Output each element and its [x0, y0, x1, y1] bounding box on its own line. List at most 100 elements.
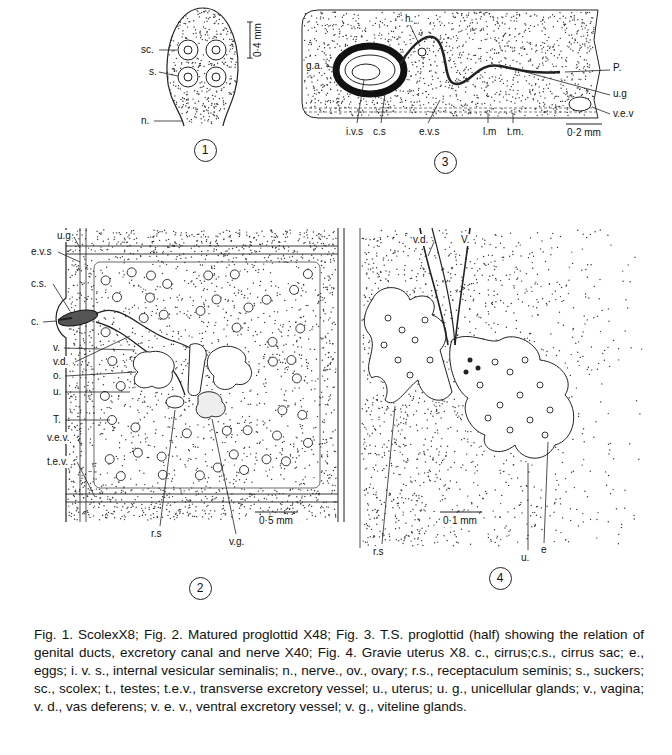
- stipple-dot: [506, 113, 507, 114]
- stipple-dot: [183, 23, 184, 24]
- stipple-dot: [269, 255, 270, 256]
- stipple-dot: [317, 49, 318, 50]
- stipple-dot: [476, 106, 477, 107]
- stipple-dot: [514, 74, 515, 75]
- stipple-dot: [470, 59, 471, 60]
- stipple-dot: [321, 392, 322, 393]
- stipple-dot: [583, 35, 584, 36]
- stipple-dot: [453, 61, 454, 62]
- stipple-dot: [193, 20, 194, 21]
- stipple-dot: [540, 45, 541, 46]
- stipple-dot: [191, 121, 192, 122]
- stipple-dot: [526, 54, 527, 55]
- stipple-dot: [206, 91, 207, 92]
- stipple-dot: [424, 83, 425, 84]
- stipple-dot: [278, 405, 279, 406]
- stipple-dot: [189, 450, 190, 451]
- stipple-dot: [196, 93, 197, 94]
- stipple-dot: [207, 326, 208, 327]
- stipple-dot: [528, 28, 529, 29]
- stipple-dot: [361, 114, 362, 115]
- stipple-dot: [183, 104, 184, 105]
- stipple-dot: [408, 79, 409, 80]
- stipple-dot: [545, 52, 546, 53]
- stipple-dot: [458, 57, 459, 58]
- stipple-dot: [518, 72, 519, 73]
- stipple-dot: [580, 88, 581, 89]
- stipple-dot: [194, 103, 195, 104]
- stipple-dot: [248, 327, 249, 328]
- stipple-dot: [456, 35, 457, 36]
- stipple-dot: [182, 33, 183, 34]
- stipple-dot: [223, 256, 224, 257]
- stipple-dot: [194, 116, 195, 117]
- stipple-dot: [325, 25, 326, 26]
- stipple-dot: [293, 443, 294, 444]
- stipple-dot: [491, 63, 492, 64]
- stipple-dot: [456, 115, 457, 116]
- stipple-dot: [339, 36, 340, 37]
- stipple-dot: [182, 101, 183, 102]
- stipple-dot: [378, 35, 379, 36]
- stipple-dot: [490, 16, 491, 17]
- stipple-dot: [249, 416, 250, 417]
- stipple-dot: [206, 40, 207, 41]
- stipple-dot: [193, 482, 194, 483]
- stipple-dot: [565, 32, 566, 33]
- stipple-dot: [559, 106, 560, 107]
- stipple-dot: [344, 99, 345, 100]
- stipple-dot: [185, 37, 186, 38]
- stipple-dot: [539, 86, 540, 87]
- stipple-dot: [508, 45, 509, 46]
- stipple-dot: [438, 110, 439, 111]
- stipple-dot: [457, 38, 458, 39]
- stipple-dot: [320, 18, 321, 19]
- stipple-dot: [476, 112, 477, 113]
- stipple-dot: [205, 34, 206, 35]
- stipple-dot: [429, 48, 430, 49]
- stipple-dot: [472, 28, 473, 29]
- stipple-dot: [338, 101, 339, 102]
- stipple-dot: [464, 105, 465, 106]
- stipple-dot: [205, 375, 206, 376]
- stipple-dot: [506, 100, 507, 101]
- stipple-dot: [350, 101, 351, 102]
- stipple-dot: [186, 62, 187, 63]
- stipple-dot: [346, 13, 347, 14]
- stipple-dot: [481, 16, 482, 17]
- stipple-dot: [590, 23, 591, 24]
- stipple-dot: [587, 66, 588, 67]
- stipple-dot: [69, 385, 70, 386]
- stipple-dot: [351, 114, 352, 115]
- stipple-dot: [398, 44, 399, 45]
- stipple-dot: [510, 47, 511, 48]
- stipple-dot: [498, 62, 499, 63]
- stipple-dot: [389, 44, 390, 45]
- stipple-dot: [526, 13, 527, 14]
- stipple-dot: [485, 39, 486, 40]
- stipple-dot: [591, 85, 592, 86]
- stipple-dot: [216, 91, 217, 92]
- stipple-dot: [555, 104, 556, 105]
- stipple-dot: [366, 40, 367, 41]
- stipple-dot: [499, 78, 500, 79]
- stipple-dot: [129, 282, 130, 283]
- stipple-dot: [327, 24, 328, 25]
- stipple-dot: [444, 12, 445, 13]
- stipple-dot: [87, 268, 88, 269]
- stipple-dot: [88, 282, 89, 283]
- stipple-dot: [308, 21, 309, 22]
- stipple-dot: [205, 39, 206, 40]
- stipple-dot: [575, 93, 576, 94]
- stipple-dot: [516, 14, 517, 15]
- stipple-dot: [479, 78, 480, 79]
- stipple-dot: [565, 66, 566, 67]
- stipple-dot: [241, 334, 242, 335]
- stipple-dot: [341, 103, 342, 104]
- stipple-dot: [408, 57, 409, 58]
- stipple-dot: [409, 39, 410, 40]
- stipple-dot: [428, 18, 429, 19]
- stipple-dot: [264, 257, 265, 258]
- stipple-dot: [487, 82, 488, 83]
- stipple-dot: [482, 76, 483, 77]
